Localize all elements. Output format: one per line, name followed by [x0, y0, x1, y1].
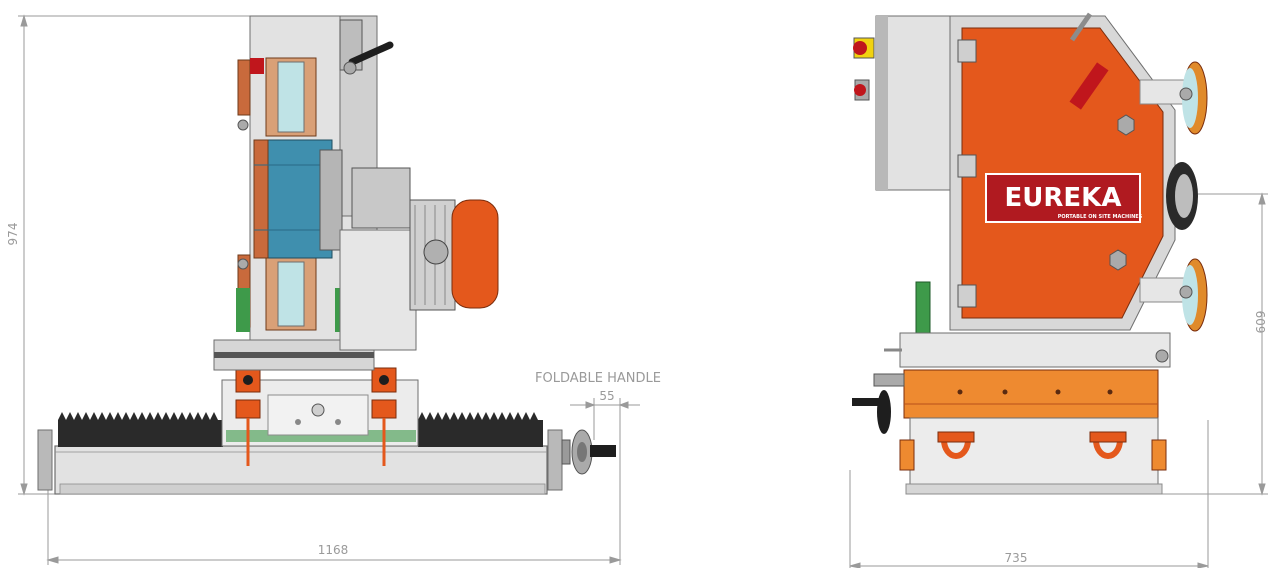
side-handwheel	[852, 373, 905, 434]
handle-dim-label: 55	[599, 389, 614, 403]
left-orange-clamp	[235, 367, 261, 466]
side-width-dimension	[849, 420, 1209, 568]
brand-tagline: PORTABLE ON SITE MACHINES	[1058, 214, 1143, 220]
handle-label: FOLDABLE HANDLE	[535, 371, 661, 386]
left-end-bracket	[37, 429, 53, 491]
foldable-handwheel	[561, 429, 616, 475]
right-end-bracket	[547, 429, 563, 491]
right-orange-clamp	[371, 367, 397, 466]
guide-roller-bottom	[1139, 258, 1208, 332]
top-lever	[339, 19, 394, 75]
handle-dimension	[570, 398, 640, 440]
front-width-dimension	[46, 400, 622, 565]
motor-end-cap	[451, 199, 499, 309]
front-width-label: 1168	[318, 543, 349, 557]
base-rail-foot	[59, 483, 546, 495]
side-height-dimension	[1130, 192, 1268, 496]
drive-motor	[339, 167, 499, 351]
side-width-label: 735	[1005, 551, 1028, 565]
side-top-slide	[899, 332, 1171, 368]
side-orange-slide	[903, 369, 1159, 419]
brand-name: EUREKA	[1005, 183, 1122, 213]
eureka-logo: EUREKA PORTABLE ON SITE MACHINES	[985, 173, 1143, 223]
side-view: 609 735	[849, 12, 1268, 568]
guide-roller-top	[1139, 61, 1208, 135]
right-bellows	[418, 412, 543, 447]
left-bellows	[58, 412, 223, 447]
control-box	[853, 15, 951, 191]
front-view: 974 1168 FOLDABLE HANDLE 55	[6, 14, 661, 565]
wheel	[1166, 162, 1198, 230]
front-height-label: 974	[6, 223, 20, 246]
lifting-eye-left	[937, 431, 975, 459]
front-height-dimension	[18, 14, 250, 496]
lifting-eye-right	[1089, 431, 1127, 459]
side-height-label: 609	[1253, 311, 1267, 334]
